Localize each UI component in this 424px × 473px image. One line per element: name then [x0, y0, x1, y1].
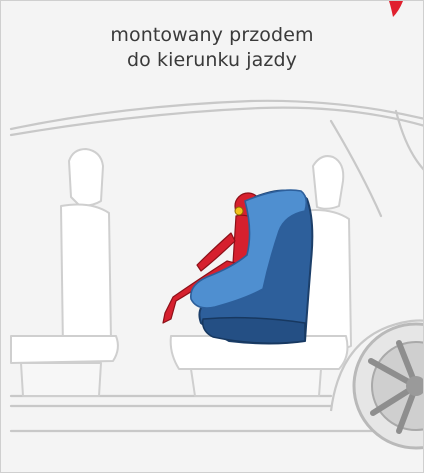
red-accent-shape	[389, 1, 403, 17]
belt-buckle	[235, 207, 243, 215]
front-seat	[11, 149, 118, 396]
caption-line-2: do kierunku jazdy	[1, 48, 423, 73]
caption-line-1: montowany przodem	[1, 23, 423, 48]
caption: montowany przodem do kierunku jazdy	[1, 23, 423, 73]
child-car-seat-illustration	[163, 190, 312, 343]
